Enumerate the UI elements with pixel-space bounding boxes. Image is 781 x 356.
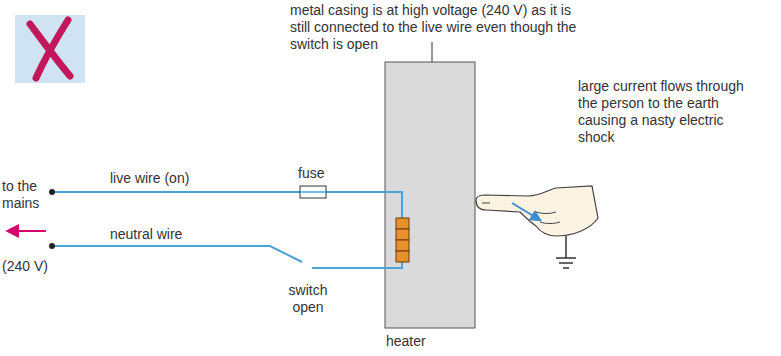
cross-stroke bbox=[36, 20, 68, 78]
live-wire bbox=[52, 192, 402, 218]
part-label: heater bbox=[386, 333, 466, 350]
callout-note: metal casing is at high voltage (240 V) … bbox=[290, 2, 590, 53]
mains-arrow bbox=[8, 230, 46, 232]
callout-note: large current flows through the person t… bbox=[578, 78, 758, 146]
neutral-wire bbox=[312, 262, 402, 268]
wire-label: live wire (on) bbox=[110, 170, 250, 187]
leader-line bbox=[432, 42, 433, 62]
part-label: fuse bbox=[298, 165, 348, 182]
terminal-dot bbox=[49, 189, 55, 195]
wire-label: neutral wire bbox=[110, 226, 250, 243]
current-arrow bbox=[512, 203, 540, 220]
earth-symbol bbox=[556, 236, 576, 268]
fuse-symbol bbox=[300, 186, 326, 198]
part-label: switch open bbox=[276, 282, 340, 316]
mains-label: to the mains bbox=[2, 178, 48, 212]
terminal-dot bbox=[49, 243, 55, 249]
metal-casing bbox=[385, 62, 475, 328]
heater-element bbox=[396, 218, 409, 262]
badge-ground bbox=[15, 15, 85, 83]
voltage-label: (240 V) bbox=[2, 258, 72, 275]
neutral-wire bbox=[52, 246, 302, 262]
hand-lines bbox=[482, 203, 560, 224]
hand bbox=[476, 186, 598, 236]
fuse-wire bbox=[300, 191, 326, 193]
